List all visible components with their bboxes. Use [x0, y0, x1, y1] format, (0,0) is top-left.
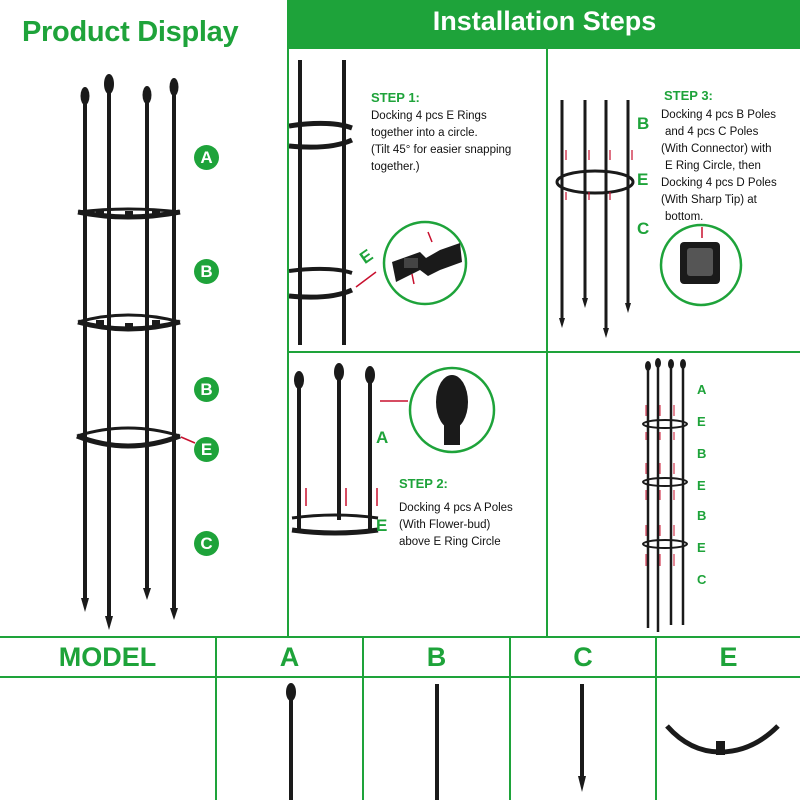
installation-steps-title: Installation Steps [289, 0, 800, 49]
step2-label-e: E [376, 516, 388, 535]
assembly-label-a: A [697, 382, 707, 397]
model-part-a [286, 683, 296, 800]
product-label-b-upper: B [194, 259, 219, 284]
step3-title: STEP 3: [664, 88, 713, 103]
step3-line: E Ring Circle, then [665, 160, 761, 172]
step2-line: above E Ring Circle [399, 536, 501, 548]
model-header-e: E [719, 642, 738, 672]
product-display-title: Product Display [22, 16, 239, 48]
step2-illustration [291, 363, 496, 536]
product-label-e: E [194, 437, 219, 462]
model-header-b: B [426, 642, 447, 672]
step3-line: Docking 4 pcs B Poles [661, 109, 777, 121]
step3-label-e: E [637, 170, 649, 189]
step2-line: Docking 4 pcs A Poles [399, 502, 513, 514]
step3-line: (With Sharp Tip) at [661, 194, 757, 206]
assembly-label-e: E [697, 414, 706, 429]
step3-line: Docking 4 pcs D Poles [661, 177, 777, 189]
model-part-b [435, 684, 439, 800]
step1-line: Docking 4 pcs E Rings [371, 110, 487, 122]
model-part-c [578, 684, 586, 792]
step1-title: STEP 1: [371, 90, 420, 105]
step3-line: and 4 pcs C Poles [665, 126, 759, 138]
model-header-a: A [279, 642, 300, 672]
assembly-label-b: B [697, 446, 707, 461]
step1-text: Docking 4 pcs E Rings together into a ci… [371, 108, 543, 176]
step3-label-c: C [637, 219, 650, 238]
step2-title: STEP 2: [399, 476, 448, 491]
model-header-c: C [573, 642, 593, 672]
model-part-e [665, 724, 780, 755]
divider-model-col-4 [655, 636, 657, 800]
step3-illustration [555, 100, 743, 338]
divider-vertical-main [287, 0, 289, 636]
step2-line: (With Flower-bud) [399, 519, 491, 531]
step2-label-a: A [376, 428, 389, 447]
step3-line: (With Connector) with [661, 143, 772, 155]
step2-text: Docking 4 pcs A Poles (With Flower-bud) … [399, 500, 545, 551]
divider-horizontal-steps [289, 351, 800, 353]
assembly-label-e: E [697, 540, 706, 555]
product-trellis-illustration [76, 74, 196, 630]
divider-horizontal-model-top [0, 636, 800, 638]
step1-illustration [289, 60, 468, 345]
divider-model-col-1 [215, 636, 217, 800]
divider-vertical-steps [546, 49, 548, 636]
step1-line: (Tilt 45° for easier snapping [371, 144, 512, 156]
step3-text: Docking 4 pcs B Poles and 4 pcs C Poles … [661, 107, 797, 226]
divider-horizontal-model-mid [0, 676, 800, 678]
assembly-label-c: C [697, 572, 707, 587]
product-label-b-lower: B [194, 377, 219, 402]
assembly-illustration [642, 358, 688, 632]
product-label-a: A [194, 145, 219, 170]
model-header-model: MODEL [58, 642, 157, 672]
step1-line: together.) [371, 161, 420, 173]
product-label-c: C [194, 531, 219, 556]
step3-label-b: B [637, 114, 650, 133]
divider-model-col-3 [509, 636, 511, 800]
assembly-label-e: E [697, 478, 706, 493]
assembly-label-b: B [697, 508, 707, 523]
step3-line: bottom. [665, 211, 704, 223]
step1-line: together into a circle. [371, 127, 478, 139]
divider-model-col-2 [362, 636, 364, 800]
